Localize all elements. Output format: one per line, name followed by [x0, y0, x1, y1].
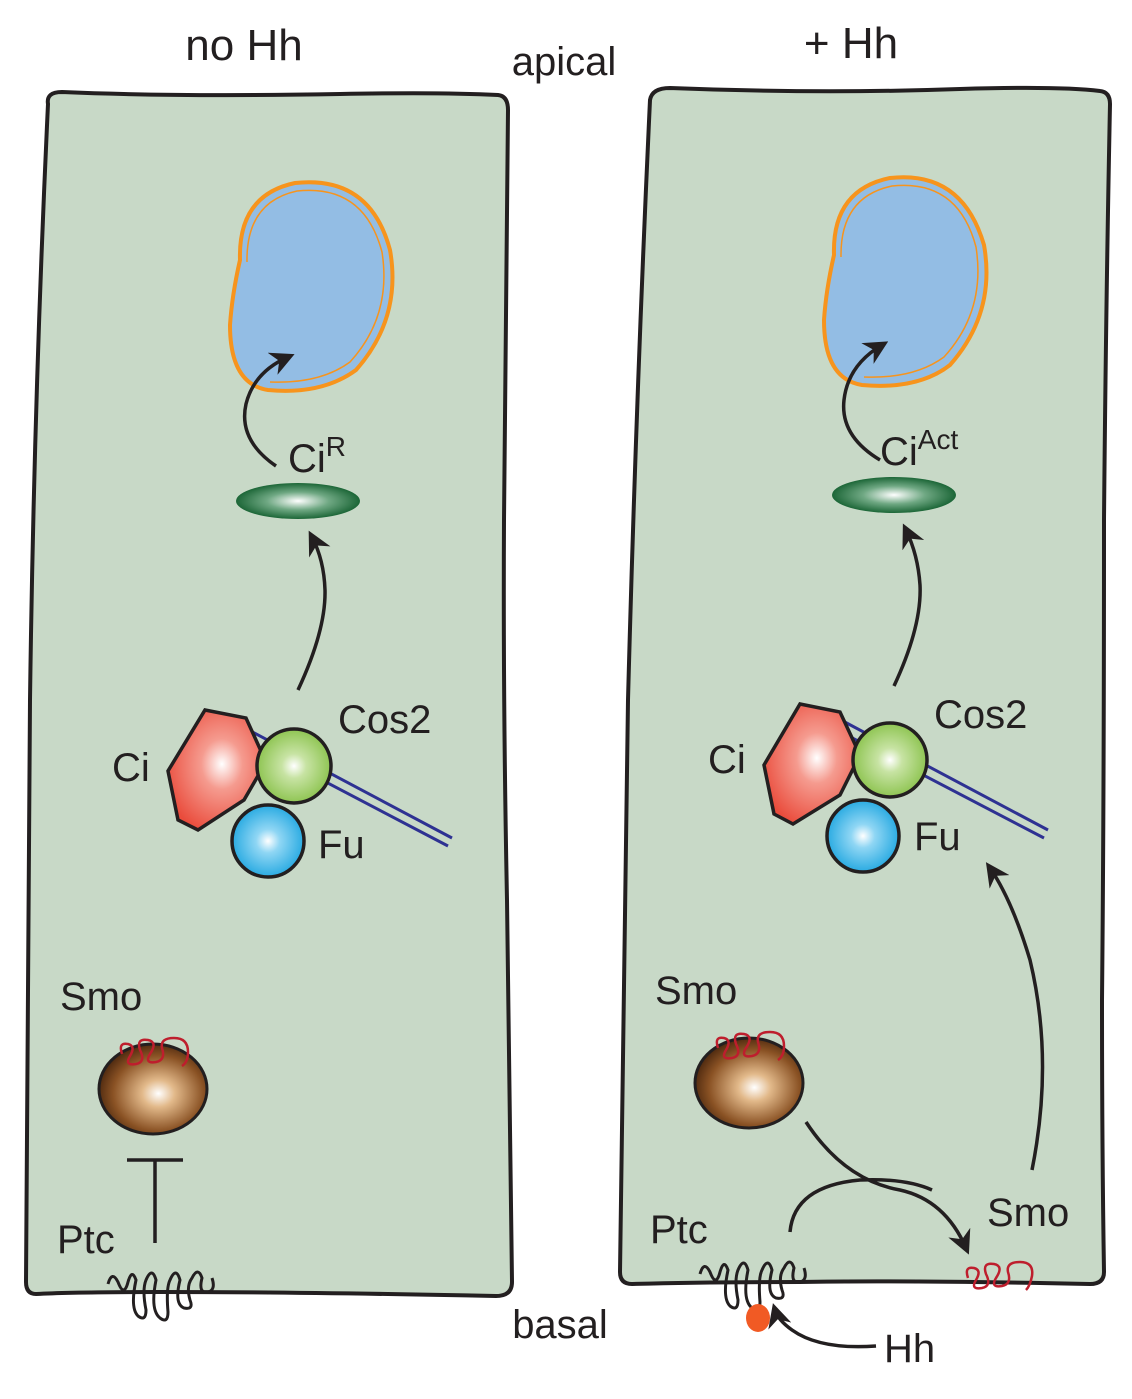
left-cell-body [23, 89, 515, 1299]
left-cell [23, 89, 515, 1322]
right-hh-label: Hh [884, 1327, 935, 1371]
right-arrow-from-ptc [788, 1177, 933, 1233]
apical-label: apical [512, 40, 617, 84]
right-cos2-circle [851, 721, 929, 799]
right-cell [617, 85, 1113, 1349]
left-fu-label: Fu [318, 823, 365, 867]
right-cos2-label: Cos2 [934, 693, 1027, 737]
left-fu-circle [230, 803, 306, 879]
right-smo-vesicle [693, 1036, 805, 1130]
right-ci-act-base: Ci [880, 430, 918, 474]
right-ci-act-label: CiAct [880, 424, 958, 474]
left-arrow-into-nucleus [242, 352, 295, 468]
right-fu-circle [825, 798, 901, 874]
right-cell-body [617, 85, 1113, 1287]
right-arrow-into-nucleus [841, 341, 889, 462]
left-ptc-inhibition [127, 1158, 183, 1243]
left-ci-r-base: Ci [288, 437, 326, 481]
right-arrow-hh-to-ptc [768, 1303, 877, 1349]
left-cos2-label: Cos2 [338, 698, 431, 742]
right-ci-activator-ellipse [832, 477, 956, 513]
right-arrow-smo-to-membrane [804, 1121, 971, 1255]
left-ptc-label: Ptc [57, 1218, 115, 1262]
left-ci-label: Ci [112, 746, 150, 790]
basal-label: basal [512, 1303, 608, 1347]
left-smo-vesicle [97, 1042, 209, 1136]
right-smo-protein-vesicle [715, 1030, 786, 1062]
right-nucleus-inner-line [840, 184, 979, 378]
right-smo-vesicle-label: Smo [655, 969, 737, 1013]
left-title: no Hh [185, 21, 302, 70]
left-ci-hexagon [166, 708, 268, 833]
right-fu-label: Fu [914, 815, 961, 859]
right-ci-act-superscript: Act [918, 424, 959, 455]
right-arrow-to-ci [892, 523, 925, 687]
right-ci-hexagon [762, 702, 862, 827]
right-ptc-label: Ptc [650, 1208, 708, 1252]
right-arrow-smo-to-complex [985, 862, 1045, 1171]
right-title: + Hh [804, 19, 898, 68]
left-ci-r-label: CiR [288, 431, 346, 481]
left-nucleus-inner-line [246, 189, 385, 383]
left-ptc-protein [106, 1270, 215, 1322]
right-hh-ligand [746, 1304, 770, 1332]
right-nucleus [821, 175, 989, 388]
left-ci-r-superscript: R [326, 431, 346, 462]
left-cos2-circle [255, 727, 333, 805]
right-ci-label: Ci [708, 738, 746, 782]
left-smo-label: Smo [60, 975, 142, 1019]
left-ci-repressor-ellipse [236, 483, 360, 519]
left-nucleus [227, 180, 395, 393]
right-smo-membrane-label: Smo [987, 1191, 1069, 1235]
left-arrow-to-ci [296, 530, 331, 691]
right-smo-protein-membrane [965, 1260, 1034, 1291]
left-smo-protein [119, 1036, 190, 1068]
